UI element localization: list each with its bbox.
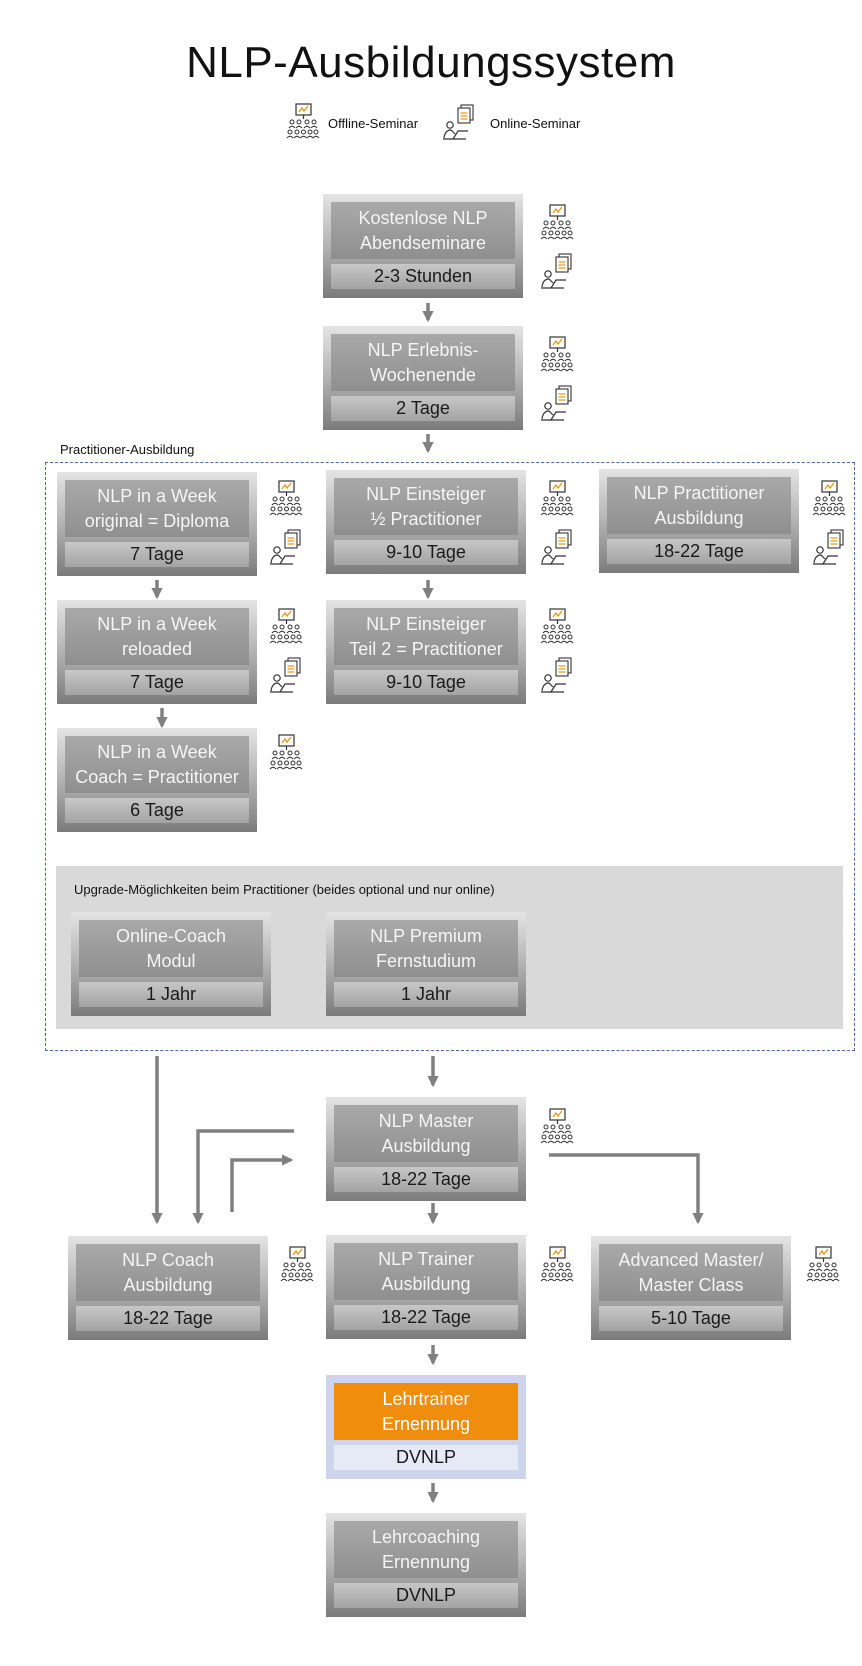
presentation-audience-icon	[540, 608, 574, 646]
presentation-audience-icon	[269, 608, 303, 646]
presentation-audience-icon	[540, 480, 574, 518]
person-at-laptop-document-icon	[269, 528, 303, 566]
arrow-master-to-advanced	[549, 1153, 704, 1225]
presentation-audience-icon	[269, 734, 303, 772]
presentation-audience-icon	[540, 204, 574, 242]
presentation-audience-icon	[540, 1108, 574, 1146]
presentation-audience-icon	[540, 336, 574, 374]
page-title: NLP-Ausbildungssystem	[186, 38, 676, 87]
person-at-laptop-document-icon	[540, 528, 574, 566]
arrow-master-to-coach	[192, 1129, 294, 1225]
person-at-laptop-document-icon	[812, 528, 846, 566]
node-erlebnis-wochenende[interactable]: NLP Erlebnis-Wochenende 2 Tage	[323, 326, 523, 430]
person-at-laptop-document-icon	[540, 656, 574, 694]
upgrade-group-label: Upgrade-Möglichkeiten beim Practitioner …	[74, 882, 495, 897]
presentation-audience-icon	[812, 480, 846, 518]
legend-online-label: Online-Seminar	[490, 116, 581, 131]
node-advanced-master[interactable]: Advanced Master/Master Class 5-10 Tage	[591, 1236, 791, 1340]
legend-offline-label: Offline-Seminar	[328, 116, 419, 131]
practitioner-group	[45, 462, 855, 1051]
arrow-coach-to-master	[230, 1154, 294, 1212]
person-at-laptop-document-icon	[540, 252, 574, 290]
presentation-audience-icon	[806, 1246, 840, 1284]
presentation-audience-icon	[280, 1246, 314, 1284]
practitioner-group-label: Practitioner-Ausbildung	[60, 442, 195, 457]
person-at-laptop-document-icon	[269, 656, 303, 694]
presentation-audience-icon	[269, 480, 303, 518]
person-at-laptop-document-icon	[540, 384, 574, 422]
presentation-audience-icon	[540, 1246, 574, 1284]
